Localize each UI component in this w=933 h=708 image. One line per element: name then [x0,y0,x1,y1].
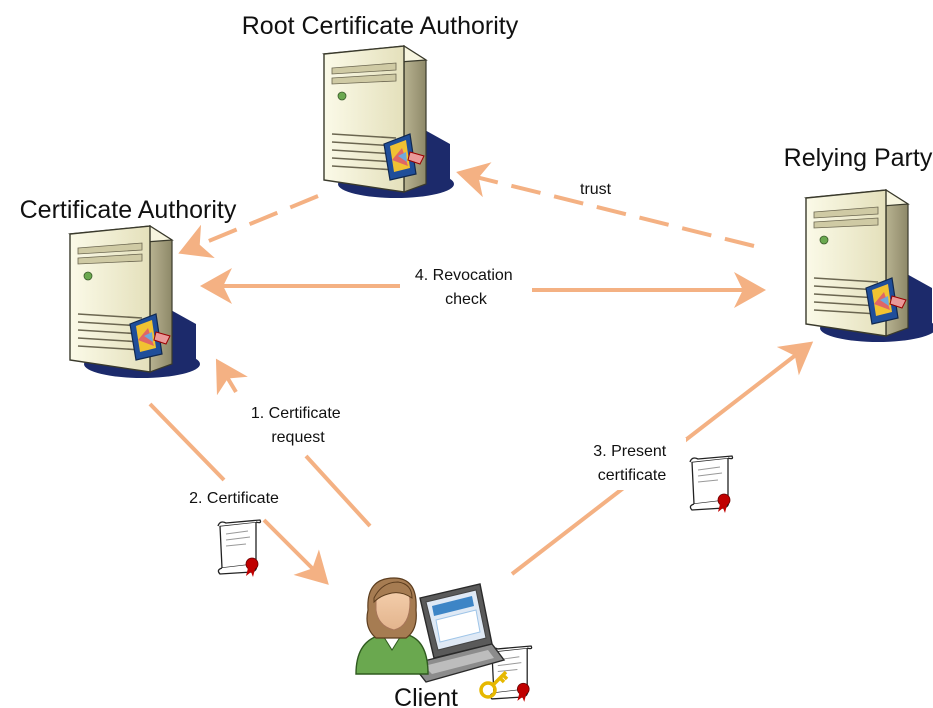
certificate-scroll-icon [217,519,262,578]
revocation-label: 4. Revocation check [415,267,517,308]
relying-party-title: Relying Party [784,144,933,172]
trust-label: trust [580,181,612,198]
ca-server-icon [69,225,201,379]
present-label-line2: certificate [598,467,667,484]
revocation-label-line1: 4. Revocation [415,267,513,284]
root-ca-title: Root Certificate Authority [242,12,519,40]
certificate-label: 2. Certificate [189,490,279,507]
root-ca-server-icon [323,45,455,199]
certificate-scroll-icon [689,455,734,514]
revocation-label-line2: check [445,291,488,308]
cert-request-label-line2: request [271,429,325,446]
key-icon [479,670,509,699]
relying-party-server-icon [805,189,933,343]
present-label-line1: 3. Present [593,443,666,460]
ca-title: Certificate Authority [20,196,237,224]
cert-request-arrow-upper [215,358,248,396]
user-with-laptop-icon [355,577,506,683]
present-label: 3. Present certificate [593,443,670,484]
client-title: Client [394,684,458,708]
cert-request-label-line1: 1. Certificate [251,405,341,422]
cert-request-label: 1. Certificate request [251,405,345,446]
cert-request-arrow-lower [304,454,372,528]
trust-arrow [456,162,755,248]
root-to-ca-arrow [178,194,319,258]
certificate-arrow-lower [262,518,329,585]
certificate-arrow-upper [148,402,226,482]
present-label-backdrop [578,438,686,490]
